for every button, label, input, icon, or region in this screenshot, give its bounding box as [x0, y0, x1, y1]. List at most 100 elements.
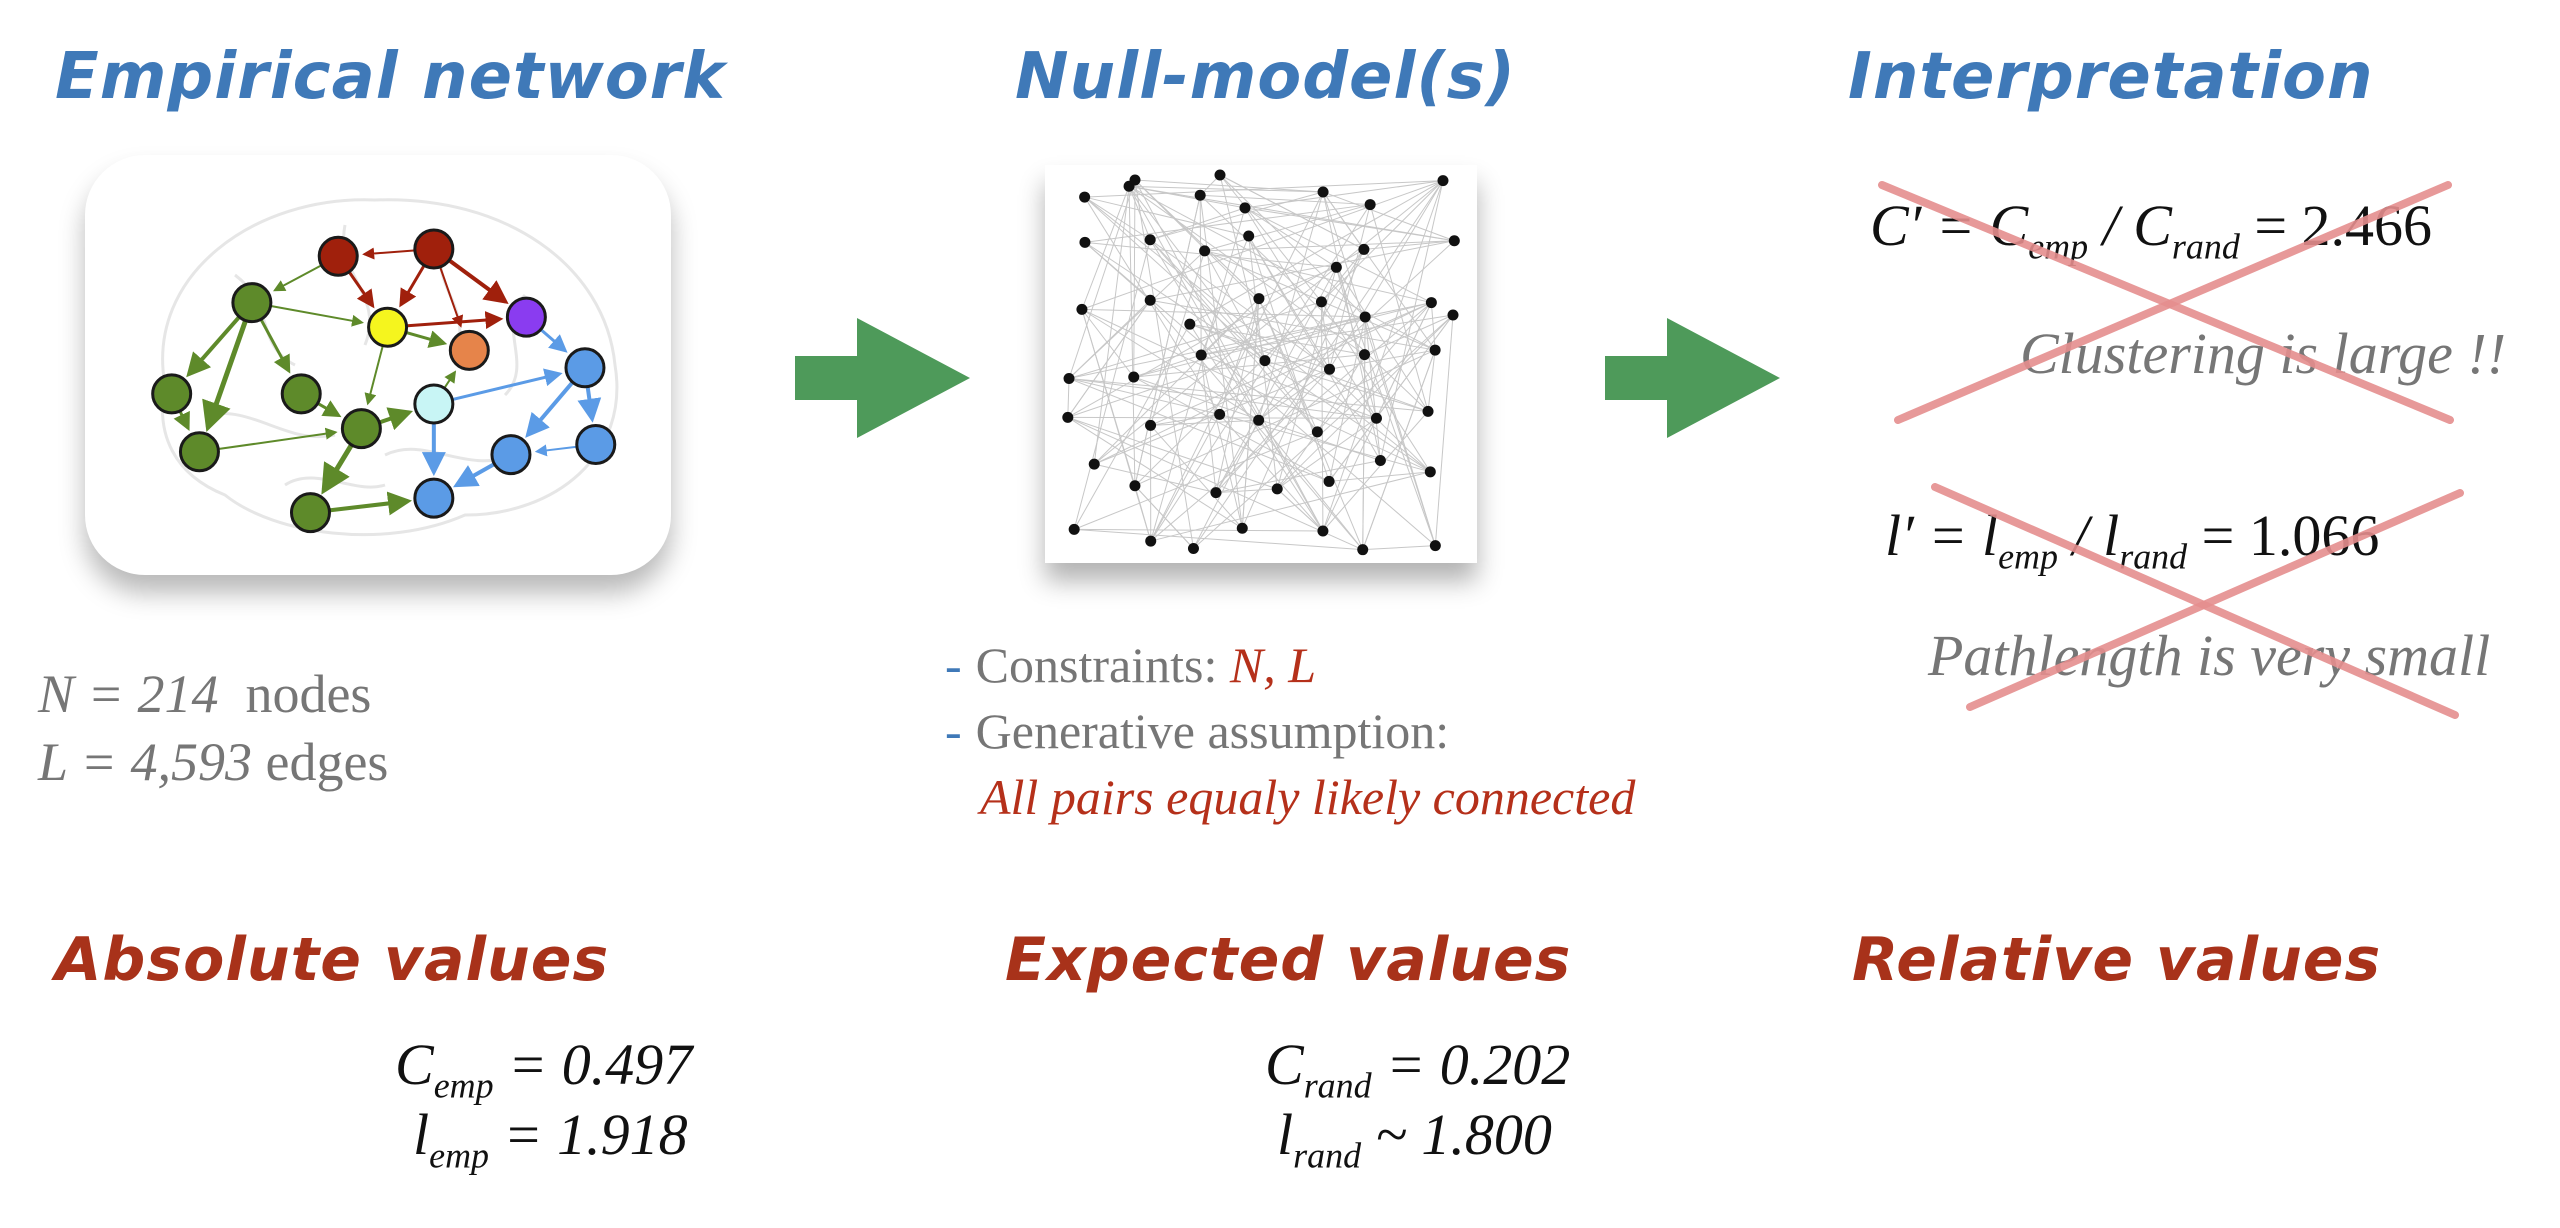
random-edge: [1244, 207, 1337, 268]
network-edge: [362, 247, 414, 260]
random-edge: [1201, 314, 1454, 356]
l-prime-lhs: l′ = l: [1885, 503, 1999, 568]
random-node: [1359, 311, 1371, 323]
random-edge: [1276, 267, 1337, 490]
random-edge: [1322, 411, 1429, 532]
random-edge: [1219, 174, 1365, 250]
random-edge: [1322, 191, 1365, 250]
network-edge: [534, 444, 577, 457]
random-node: [1323, 475, 1335, 487]
random-edge: [1150, 250, 1206, 426]
network-edge: [407, 311, 504, 330]
random-edge: [1189, 323, 1324, 532]
network-node: [340, 408, 382, 450]
constraints-line: -Constraints: N, L: [945, 637, 1317, 693]
random-edge: [1328, 316, 1366, 482]
random-edge: [1094, 368, 1330, 465]
random-node: [1364, 199, 1376, 211]
random-edge: [1335, 267, 1429, 412]
strike-x-icon: [1931, 483, 2464, 719]
random-edge: [1081, 309, 1152, 542]
network-edge: [173, 410, 190, 432]
random-node: [1370, 412, 1382, 424]
network-edge: [439, 267, 464, 328]
network-node: [413, 383, 455, 425]
random-edge: [1084, 204, 1371, 243]
network-edge: [219, 427, 338, 450]
network-node: [575, 424, 617, 466]
assumption-value: All pairs equaly likely connected: [980, 769, 1636, 825]
random-edge: [1215, 298, 1260, 493]
random-edge: [1134, 195, 1201, 486]
random-node: [1243, 230, 1255, 242]
random-edge: [1244, 207, 1432, 304]
random-node: [1429, 540, 1441, 552]
random-edge: [1067, 299, 1151, 418]
network-node: [448, 329, 490, 371]
random-node: [1079, 236, 1091, 248]
random-edge: [1430, 302, 1436, 351]
l-prime-value: = 1.066: [2187, 503, 2380, 568]
random-edge: [1133, 179, 1136, 378]
random-graph: [1062, 169, 1460, 556]
random-edge: [1073, 323, 1191, 530]
random-node: [1145, 419, 1157, 431]
random-edge: [1081, 309, 1135, 378]
arrow-right-icon: [795, 318, 970, 438]
random-edge: [1134, 179, 1194, 549]
random-edge: [1322, 191, 1436, 546]
random-edge: [1200, 354, 1243, 529]
random-node: [1076, 303, 1088, 315]
random-edge: [1094, 463, 1217, 494]
network-edge: [186, 316, 241, 378]
random-node: [1195, 349, 1207, 361]
random-edge: [1084, 196, 1151, 241]
constraints-label: Constraints:: [975, 637, 1218, 693]
random-edge: [1199, 195, 1202, 356]
random-edge: [1364, 316, 1381, 461]
c-prime-sub-rand: rand: [2171, 226, 2240, 267]
random-node: [1079, 191, 1091, 203]
random-edge: [1200, 298, 1260, 356]
random-edge: [1133, 302, 1432, 378]
edge-count-unit: edges: [265, 732, 389, 792]
random-node: [1425, 297, 1437, 309]
network-edge: [271, 305, 364, 327]
random-node: [1144, 294, 1156, 306]
random-edge: [1201, 354, 1377, 419]
random-edge: [1128, 185, 1246, 209]
edge-count-expr: L = 4,593: [38, 732, 252, 792]
random-edge: [1150, 471, 1431, 542]
random-node: [1253, 414, 1265, 426]
empirical-network-heading: Empirical network: [55, 40, 726, 114]
random-edge: [1215, 249, 1365, 493]
network-edge: [406, 330, 448, 348]
random-edge: [1094, 302, 1432, 465]
random-edge: [1149, 239, 1260, 421]
random-edge: [1134, 485, 1194, 549]
random-node: [1357, 544, 1369, 556]
random-graph-box: [1045, 165, 1477, 563]
random-node: [1429, 344, 1441, 356]
random-edge: [1067, 416, 1243, 529]
random-edge: [1329, 349, 1436, 370]
random-node: [1448, 235, 1460, 247]
l-emp-value: lemp = 1.918: [413, 1102, 688, 1176]
random-node: [1062, 411, 1074, 423]
c-prime-mid: / C: [2088, 193, 2172, 258]
random-edge: [1258, 298, 1318, 433]
random-edge: [1258, 191, 1324, 421]
random-edge: [1150, 204, 1371, 542]
network-edge: [348, 271, 375, 309]
random-node: [1311, 426, 1323, 438]
random-edge: [1128, 185, 1455, 242]
random-edge: [1215, 459, 1381, 494]
brain-network-graph: [151, 198, 619, 537]
random-node: [1358, 243, 1370, 255]
node-count-unit: nodes: [245, 664, 372, 724]
random-edge: [1134, 179, 1260, 299]
absolute-values-heading: Absolute values: [55, 925, 610, 995]
random-node: [1437, 175, 1449, 187]
network-edge: [273, 264, 322, 292]
random-node: [1317, 186, 1329, 198]
